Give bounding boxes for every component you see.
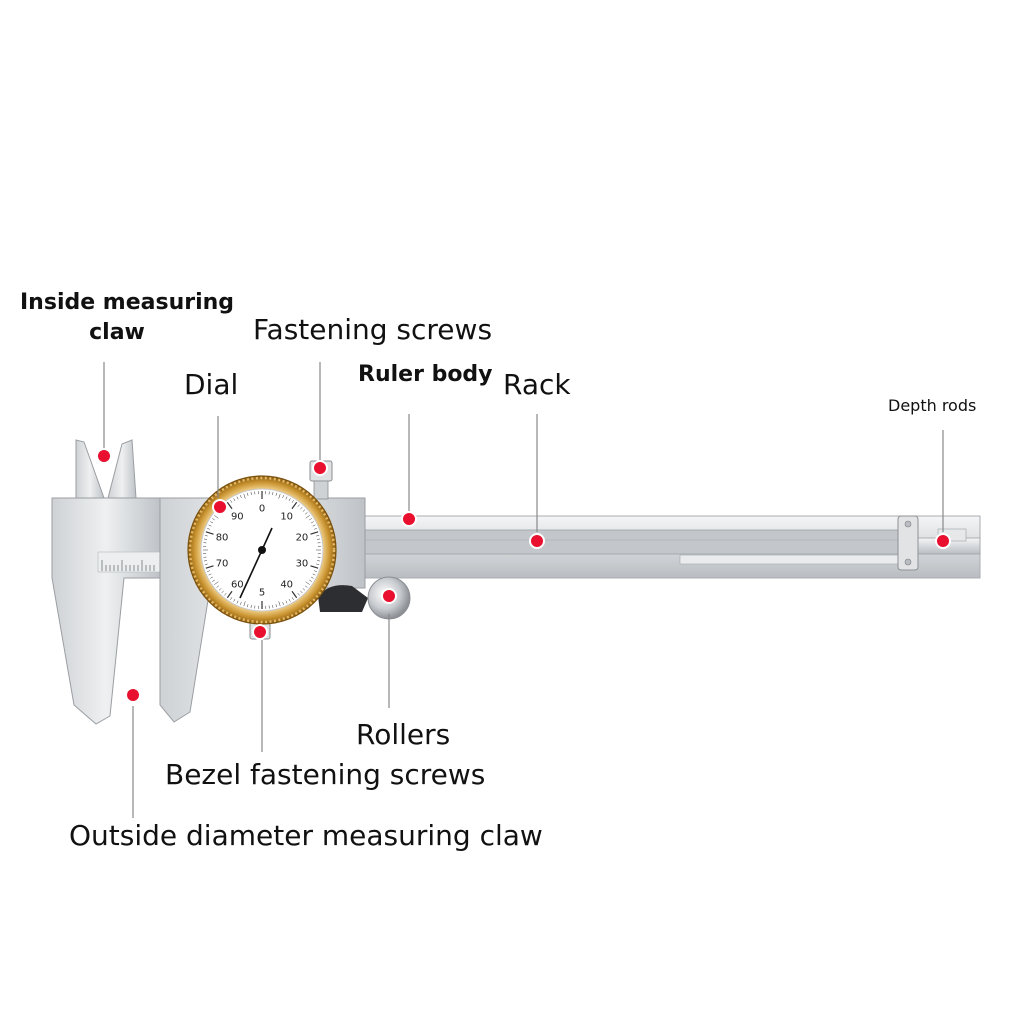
marker-rack (530, 534, 544, 548)
dial-scale-number: 70 (216, 558, 229, 569)
marker-outside-claw (126, 688, 140, 702)
label-ruler-body: Ruler body (358, 362, 493, 387)
dial-scale-number: 5 (259, 588, 265, 599)
dial-scale-number: 80 (216, 533, 229, 544)
dial-scale-number: 90 (231, 512, 244, 523)
label-fastening-screws: Fastening screws (253, 313, 492, 346)
marker-fastening-screws (313, 461, 327, 475)
label-outside-claw: Outside diameter measuring claw (69, 819, 543, 852)
sliding-inside-jaw (108, 440, 136, 498)
dial-scale-number: 30 (296, 558, 309, 569)
fixed-inside-jaw (76, 440, 104, 498)
dial-scale-number: 20 (296, 533, 309, 544)
label-depth-rods: Depth rods (888, 396, 976, 415)
dial-scale-number: 0 (259, 504, 265, 515)
label-inside-claw: Inside measuring claw (20, 288, 214, 348)
label-rollers: Rollers (356, 718, 450, 751)
dial-scale-number: 40 (280, 579, 293, 590)
marker-ruler-body (402, 512, 416, 526)
fixed-jaw (52, 498, 160, 724)
label-bezel-screws: Bezel fastening screws (165, 758, 485, 791)
marker-inside-claw (97, 449, 111, 463)
marker-dial (213, 500, 227, 514)
marker-bezel-screws (253, 625, 267, 639)
label-dial: Dial (184, 368, 238, 401)
label-rack: Rack (503, 368, 571, 401)
dial-scale-number: 60 (231, 579, 244, 590)
label-inside-claw-line1: Inside measuring (20, 288, 214, 318)
marker-rollers (382, 589, 396, 603)
marker-depth-rods (936, 534, 950, 548)
label-inside-claw-line2: claw (20, 318, 214, 348)
rack (365, 530, 905, 554)
dial-scale-number: 10 (280, 512, 293, 523)
